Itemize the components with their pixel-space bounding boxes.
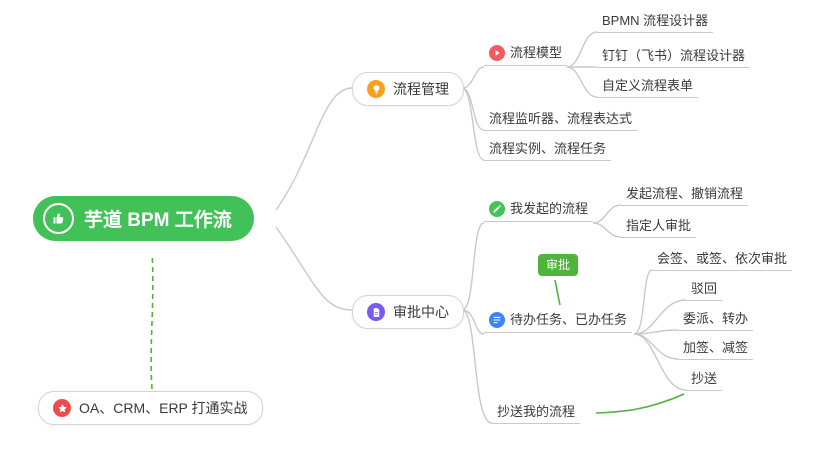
list-icon: [489, 312, 505, 328]
node-label: 流程模型: [510, 45, 563, 60]
node-label: 驳回: [691, 281, 718, 296]
branch-label: 审批中心: [393, 304, 449, 320]
node-label: 我发起的流程: [510, 201, 589, 216]
edge-my-initiatecancel: [592, 204, 622, 224]
edge-root-process-management: [275, 87, 353, 211]
node-label: 待办任务、已办任务: [510, 312, 628, 327]
node-cc[interactable]: 抄送: [686, 371, 723, 391]
node-dingtalk-designer[interactable]: 钉钉（飞书）流程设计器: [597, 48, 751, 68]
document-icon: [367, 303, 385, 321]
arrow-cc-to-ccmy: [595, 393, 685, 414]
arrow-oa-to-root: [150, 253, 154, 390]
edge-todo-cc: [633, 333, 687, 391]
node-my-initiated[interactable]: 我发起的流程: [484, 201, 594, 222]
edge-my-assignee: [592, 222, 622, 238]
node-label: 发起流程、撤销流程: [626, 186, 744, 201]
play-icon: [489, 45, 505, 61]
edge-root-approval-center: [275, 226, 353, 311]
edge-todo-delegate: [633, 329, 679, 335]
node-label: 抄送: [691, 371, 718, 386]
edge-todo-reject: [633, 299, 687, 335]
node-add-reduce-sign[interactable]: 加签、减签: [678, 340, 754, 360]
node-initiate-cancel[interactable]: 发起流程、撤销流程: [621, 186, 749, 206]
node-process-model[interactable]: 流程模型: [484, 45, 568, 66]
node-label: 流程实例、流程任务: [489, 141, 607, 156]
node-assignee-approval[interactable]: 指定人审批: [621, 218, 697, 238]
edge-ac-ccmy: [461, 309, 493, 424]
arrow-tag-to-todo: [554, 279, 561, 306]
branch-approval-center[interactable]: 审批中心: [352, 295, 464, 329]
edge-pm-model: [461, 66, 485, 89]
node-label: 会签、或签、依次审批: [657, 251, 788, 266]
node-label: OA、CRM、ERP 打通实战: [79, 400, 248, 416]
node-label: BPMN 流程设计器: [602, 13, 709, 28]
thumbs-up-icon: [43, 203, 74, 234]
edge-ac-myinitiated: [461, 222, 485, 311]
node-countersign[interactable]: 会签、或签、依次审批: [652, 251, 793, 271]
node-cc-my-process[interactable]: 抄送我的流程: [492, 404, 581, 424]
node-todo-done[interactable]: 待办任务、已办任务: [484, 312, 633, 333]
root-node[interactable]: 芋道 BPM 工作流: [33, 196, 254, 241]
pencil-icon: [489, 201, 505, 217]
node-bpmn-designer[interactable]: BPMN 流程设计器: [597, 13, 714, 33]
node-instance-task[interactable]: 流程实例、流程任务: [484, 141, 612, 161]
node-oa-crm-erp[interactable]: OA、CRM、ERP 打通实战: [38, 391, 263, 425]
branch-label: 流程管理: [393, 81, 449, 97]
lightbulb-icon: [367, 80, 385, 98]
edge-todo-countersign: [633, 269, 653, 335]
node-label: 钉钉（飞书）流程设计器: [602, 48, 746, 63]
node-label: 加签、减签: [683, 340, 749, 355]
edge-todo-sign: [633, 333, 679, 360]
root-label: 芋道 BPM 工作流: [84, 210, 232, 231]
node-label: 流程监听器、流程表达式: [489, 111, 633, 126]
star-icon: [53, 399, 71, 417]
edge-model-bpmn: [566, 31, 598, 68]
node-label: 指定人审批: [626, 218, 692, 233]
node-label: 自定义流程表单: [602, 78, 694, 93]
edge-ac-tododone: [461, 309, 485, 335]
node-reject[interactable]: 驳回: [686, 281, 723, 301]
approval-tag[interactable]: 审批: [538, 254, 579, 276]
branch-process-management[interactable]: 流程管理: [352, 72, 464, 106]
node-listener-expression[interactable]: 流程监听器、流程表达式: [484, 111, 638, 131]
edge-pm-instance: [461, 87, 485, 161]
node-custom-form[interactable]: 自定义流程表单: [597, 78, 699, 98]
node-delegate-transfer[interactable]: 委派、转办: [678, 311, 754, 331]
node-label: 委派、转办: [683, 311, 749, 326]
node-label: 抄送我的流程: [497, 404, 576, 419]
edge-model-customform: [566, 66, 598, 98]
